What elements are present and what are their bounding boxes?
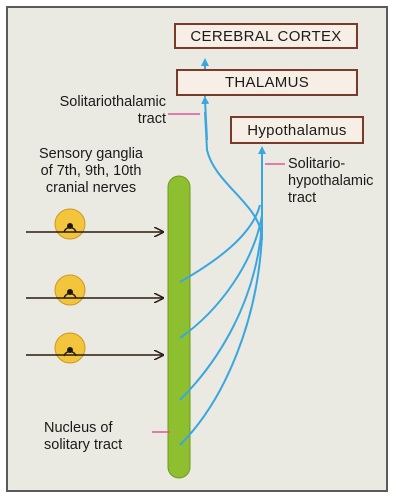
ganglion-2 [55, 275, 85, 305]
label-sensory-line3: cranial nerves [16, 180, 166, 197]
fiber-2 [180, 215, 262, 338]
label-solitariothalamic: Solitariothalamic tract [20, 94, 166, 128]
cerebral-cortex-box: CEREBRAL CORTEX [174, 23, 358, 49]
label-solhyp-line3: tract [288, 190, 384, 207]
hypothalamus-box: Hypothalamus [230, 116, 364, 144]
thalamus-box: THALAMUS [176, 69, 358, 96]
label-nucleus-line2: solitary tract [44, 437, 154, 454]
label-sensory-line2: of 7th, 9th, 10th [16, 163, 166, 180]
label-nucleus-line1: Nucleus of [44, 420, 154, 437]
ganglion-3 [55, 333, 85, 363]
ganglion-1 [55, 209, 85, 239]
label-sensory-line1: Sensory ganglia [16, 146, 166, 163]
nucleus-column [168, 176, 190, 478]
label-nucleus-solitary-tract: Nucleus of solitary tract [44, 420, 154, 454]
fiber-1 [180, 205, 260, 282]
label-solitario-hypothalamic: Solitario- hypothalamic tract [288, 156, 384, 207]
fiber-4 [180, 235, 262, 445]
label-sensory-ganglia: Sensory ganglia of 7th, 9th, 10th crania… [16, 146, 166, 197]
label-solitariothalamic-line1: Solitariothalamic [20, 94, 166, 111]
label-solitariothalamic-line2: tract [20, 111, 166, 128]
afferent-arrows [26, 232, 162, 355]
label-solhyp-line1: Solitario- [288, 156, 384, 173]
label-solhyp-line2: hypothalamic [288, 173, 384, 190]
